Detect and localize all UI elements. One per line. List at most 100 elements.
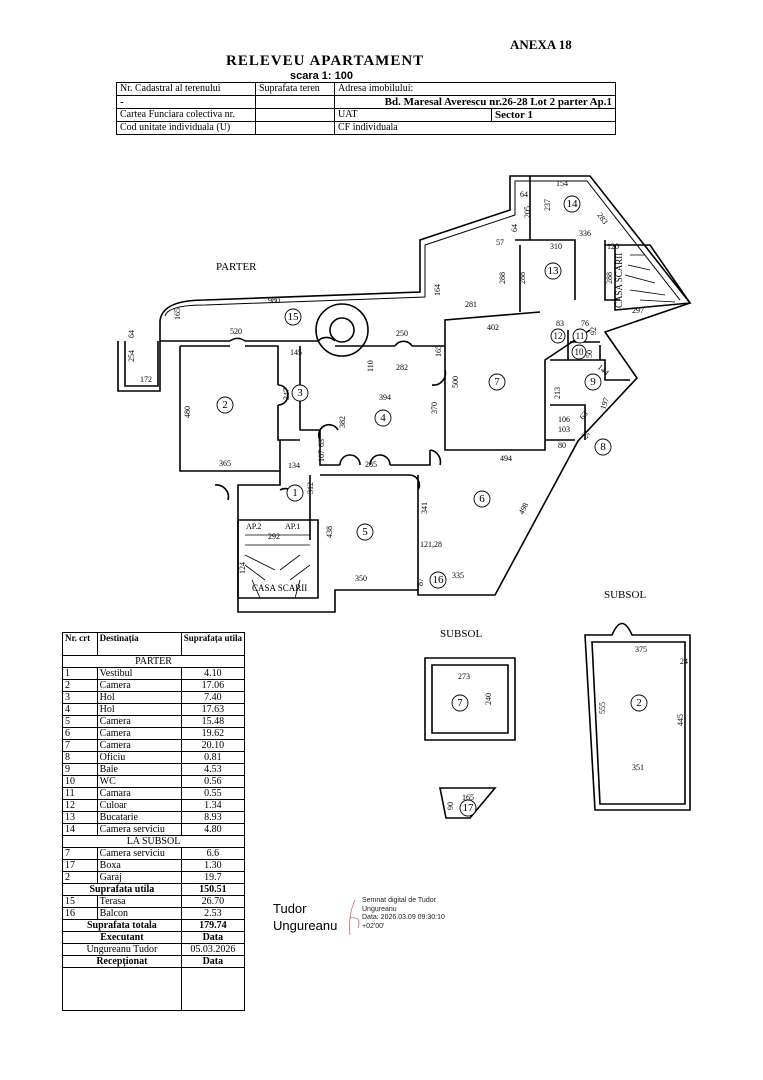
signature-line: Semnat digital de Tudor [362, 897, 436, 904]
dimension-label: 121,28 [420, 540, 442, 549]
area-table-head: Nr. crt Destinația Suprafața utila [62, 632, 246, 656]
row-nr: 16 [62, 907, 98, 920]
row-dest: Vestibul [96, 667, 182, 680]
inner-wall [160, 340, 318, 472]
row-dest: Camera [96, 739, 182, 752]
exec-date: 05.03.2026 [180, 943, 246, 956]
recv-cell [180, 967, 246, 1011]
signer-last: Ungureanu [273, 918, 338, 933]
room-number: 17 [463, 802, 475, 814]
section-row: PARTER [62, 655, 245, 668]
column-header: Destinația [96, 632, 182, 656]
inner-wall [515, 176, 620, 312]
section-label: LA SUBSOL [62, 835, 245, 848]
dimension-label: 165 [434, 345, 443, 357]
row-area: 7.40 [180, 691, 246, 704]
util-value: 150.51 [180, 883, 246, 896]
room-marker [563, 195, 581, 213]
signature-line: Data: 2026.03.09 09:30:10 [362, 914, 445, 921]
dimension-label: 500 [451, 376, 460, 388]
row-dest: WC [96, 775, 182, 788]
row-area: 0.81 [180, 751, 246, 764]
row-dest: Terasa [96, 895, 182, 908]
room-number: 2 [222, 399, 228, 411]
dimension-label: 213 [553, 387, 562, 399]
row-nr: 6 [62, 727, 98, 740]
row-nr: 3 [62, 691, 98, 704]
row-nr: 7 [62, 847, 98, 860]
dimension-label: 50 [585, 350, 594, 358]
row-area: 4.10 [180, 667, 246, 680]
header-table: Nr. Cadastral al terenului Suprafata ter… [116, 82, 616, 135]
room-number: 5 [362, 526, 368, 538]
row-dest: Camera [96, 727, 182, 740]
dimension-label: 480 [183, 406, 192, 418]
row-nr: 4 [62, 703, 98, 716]
subsol-label: SUBSOL [604, 589, 646, 601]
header-cell: CF individuala [334, 121, 616, 135]
room-number: 9 [590, 376, 596, 388]
ap-label: AP.2 [246, 522, 261, 531]
room-marker [459, 799, 477, 817]
parter-label: PARTER [216, 261, 257, 273]
row-dest: Camera [96, 715, 182, 728]
section-label: PARTER [62, 655, 245, 668]
row-dest: Camera serviciu [96, 847, 182, 860]
inner-wall [545, 330, 630, 441]
stair-label: CASA SCARII [252, 583, 307, 593]
row-nr: 8 [62, 751, 98, 764]
dimension-label: 285 [365, 460, 377, 469]
row-dest: Baie [96, 763, 182, 776]
annex-label: ANEXA 18 [510, 37, 572, 52]
room-number: 7 [457, 697, 463, 709]
dimension-label: 24 [680, 657, 688, 666]
row-area: 19.62 [180, 727, 246, 740]
stair-outline [605, 244, 692, 311]
date-label: Data [180, 931, 246, 944]
header-cell: Cod unitate individuala (U) [116, 121, 256, 135]
recv-row [62, 967, 246, 1011]
stair-label: CASA SCARII [614, 253, 624, 308]
column-header: Suprafața utila [180, 632, 246, 656]
dimension-label: 312 [306, 482, 315, 494]
room-marker [544, 262, 562, 280]
basement-room [424, 657, 516, 741]
inner-wall [299, 311, 591, 451]
row-dest: Camara [96, 787, 182, 800]
row-area: 20.10 [180, 739, 246, 752]
dimension-label: 288 [498, 272, 507, 284]
row-area: 6.6 [180, 847, 246, 860]
dimension-label: 165 [173, 308, 182, 320]
dimension-label: 240 [484, 693, 493, 705]
recv-cell [62, 967, 182, 1011]
room-number: 14 [567, 198, 579, 210]
row-area: 0.56 [180, 775, 246, 788]
room-marker [550, 328, 566, 344]
dimension-label: 335 [452, 571, 464, 580]
room-marker [429, 571, 447, 589]
dimension-label: 351 [632, 763, 644, 772]
ap-label: AP.1 [285, 522, 300, 531]
dimension-label: 347 [282, 388, 291, 400]
room-number: 10 [575, 347, 585, 357]
room-number: 3 [297, 387, 303, 399]
dimension-label: 382 [338, 416, 347, 428]
dimension-label: 63 [317, 439, 326, 447]
room-marker [451, 694, 469, 712]
outer-wall [124, 341, 159, 387]
room-marker [584, 373, 602, 391]
dimension-label: 237 [543, 199, 552, 211]
dimension-label: 494 [500, 454, 512, 463]
dimension-label: 297 [632, 306, 644, 315]
recv-date-label: Data [180, 955, 246, 968]
